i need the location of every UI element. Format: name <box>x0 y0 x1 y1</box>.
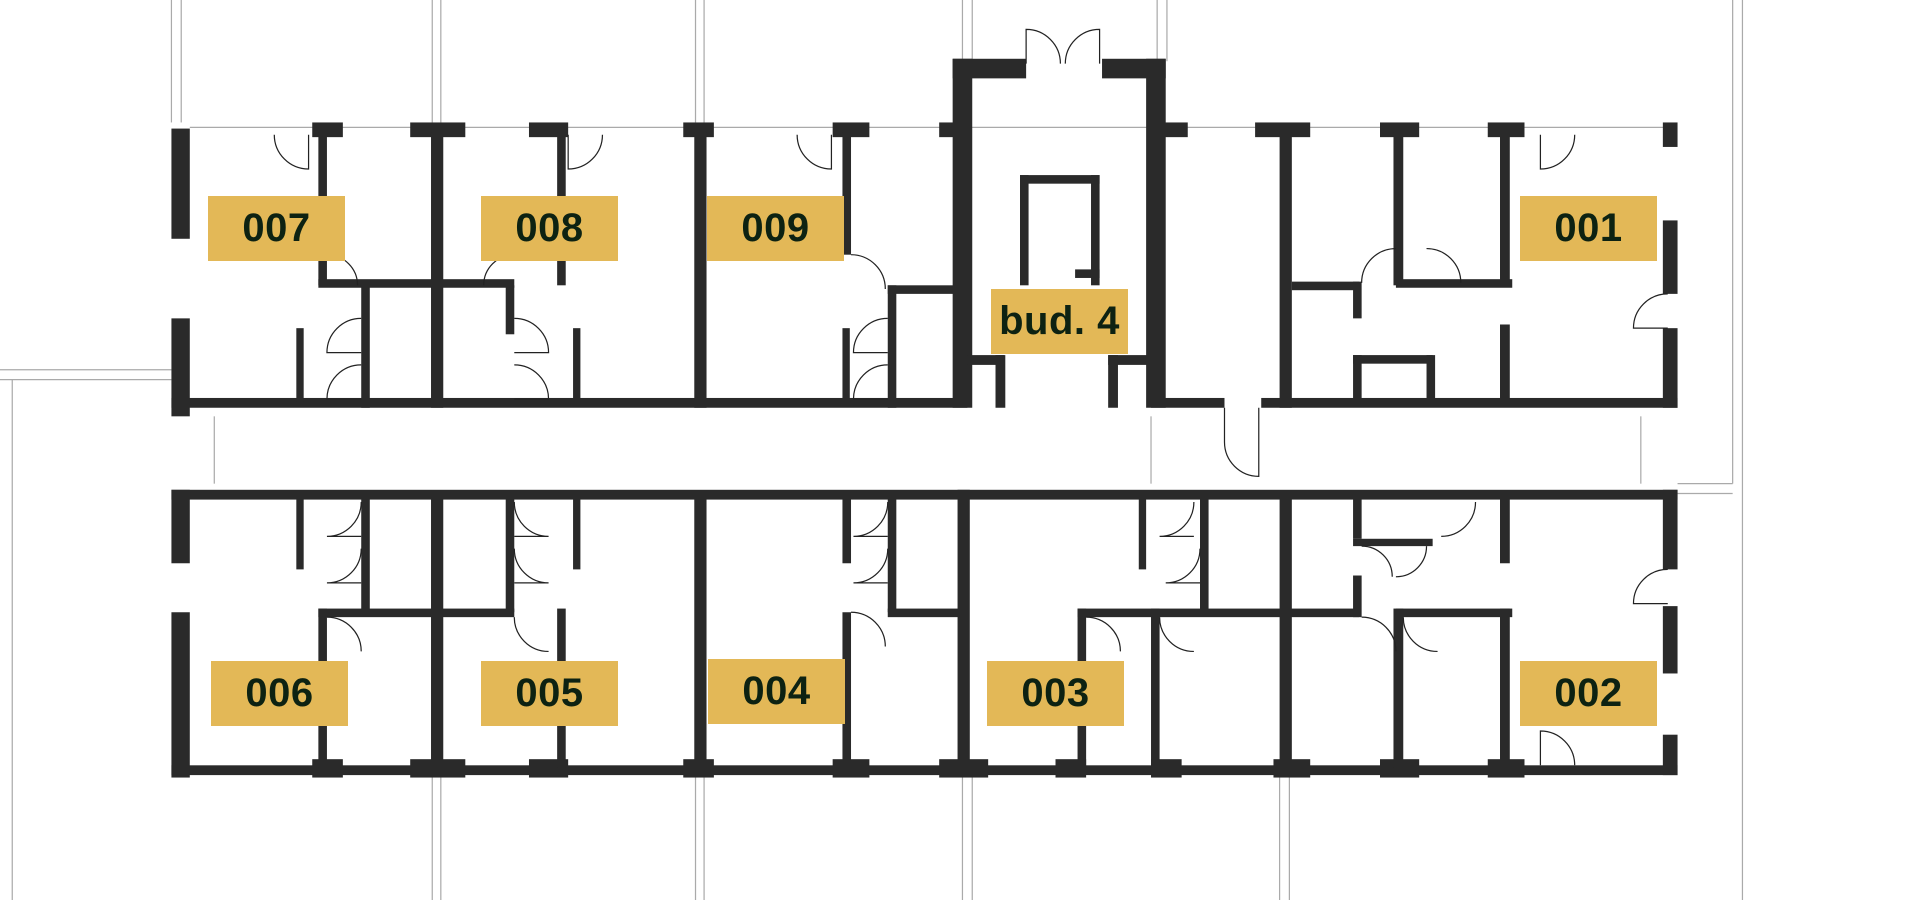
unit-label-002[interactable]: 002 <box>1520 661 1657 726</box>
building-label: bud. 4 <box>991 289 1128 354</box>
walls <box>171 58 1678 778</box>
unit-label-008[interactable]: 008 <box>481 196 618 261</box>
unit-label-004[interactable]: 004 <box>708 659 845 724</box>
unit-label-007[interactable]: 007 <box>208 196 345 261</box>
unit-label-005[interactable]: 005 <box>481 661 618 726</box>
unit-label-009[interactable]: 009 <box>707 196 844 261</box>
unit-label-003[interactable]: 003 <box>987 661 1124 726</box>
site-lines <box>0 0 1744 900</box>
unit-label-001[interactable]: 001 <box>1520 196 1657 261</box>
unit-label-006[interactable]: 006 <box>211 661 348 726</box>
door-swings <box>273 28 1668 766</box>
